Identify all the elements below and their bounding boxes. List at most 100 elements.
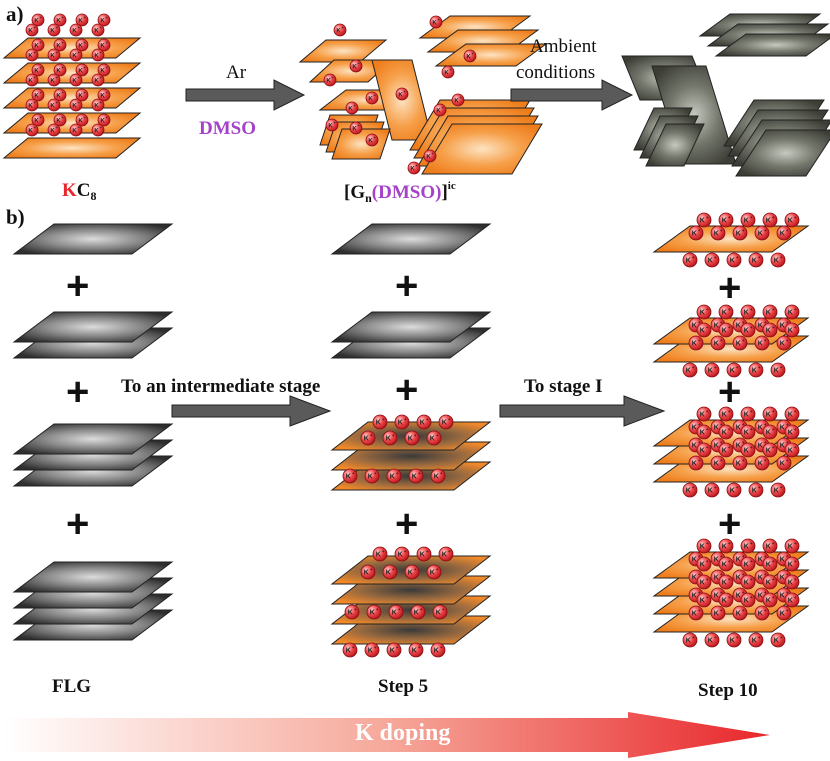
k-ion-label: K	[788, 580, 793, 587]
k-ion-label: K	[392, 610, 397, 617]
k-ion-sphere	[740, 556, 756, 572]
k-ion-sphere	[762, 556, 778, 572]
k-ion: K+	[97, 13, 111, 27]
k-ion-sphere	[365, 133, 379, 147]
k-ion-charge: +	[772, 427, 775, 432]
k-ion: K+	[784, 406, 800, 422]
k-ion-sphere	[394, 414, 410, 430]
k-ion-label: K	[50, 78, 55, 84]
k-ion-charge: +	[772, 577, 775, 582]
k-ion-sphere	[696, 574, 712, 590]
k-ion-label: K	[780, 461, 785, 468]
k-ion-sphere	[682, 252, 698, 268]
k-ion: K+	[682, 252, 698, 268]
k-ion-sphere	[31, 63, 45, 77]
k-ion: K+	[718, 212, 734, 228]
k-ion-charge: +	[764, 228, 767, 233]
k-ion-label: K	[692, 575, 697, 582]
k-ion: K+	[776, 455, 792, 471]
k-ion-charge: +	[758, 485, 761, 490]
k-ion-sphere	[740, 574, 756, 590]
k-ion-sphere	[682, 482, 698, 498]
k-ion-label: K	[700, 448, 705, 455]
k-ion-charge: +	[432, 151, 435, 156]
k-ion-sphere	[365, 91, 379, 105]
k-ion-charge: +	[780, 485, 783, 490]
k-ion-charge: +	[786, 608, 789, 613]
k-ion-sphere	[732, 335, 748, 351]
k-ion-sphere	[696, 304, 712, 320]
k-ion: K+	[408, 642, 424, 658]
k-ion-label: K	[722, 580, 727, 587]
k-ion-charge: +	[714, 365, 717, 370]
k-ion-label: K	[72, 28, 77, 34]
k-ion-label: K	[788, 562, 793, 569]
k-ion-sphere	[430, 468, 446, 484]
k-ion-sphere	[31, 88, 45, 102]
k-ion: K+	[366, 604, 382, 620]
k-ion-label: K	[56, 68, 61, 74]
k-ion-label: K	[714, 593, 719, 600]
k-ion-label: K	[412, 474, 417, 481]
k-ion-charge: +	[416, 163, 419, 168]
k-ion-label: K	[714, 575, 719, 582]
k-ion-label: K	[714, 557, 719, 564]
arrow1-bottom-label: DMSO	[199, 118, 256, 139]
k-ion-charge: +	[376, 607, 379, 612]
k-ion-label: K	[364, 436, 369, 443]
k-ion: K+	[740, 538, 756, 554]
step5-sheet-1layer	[330, 223, 492, 255]
k-ion-charge: +	[358, 61, 361, 66]
k-ion-sphere	[762, 538, 778, 554]
k-ion: K+	[748, 632, 764, 648]
k-ion-label: K	[758, 593, 763, 600]
k-ion: K+	[323, 73, 337, 87]
k-ion-sphere	[75, 38, 89, 52]
k-ion-sphere	[53, 63, 67, 77]
k-ion-label: K	[722, 430, 727, 437]
k-ion-label: K	[72, 103, 77, 109]
k-ion-sphere	[784, 442, 800, 458]
k-ion-sphere	[696, 538, 712, 554]
k-ion-label: K	[692, 461, 697, 468]
k-ion-sphere	[408, 468, 424, 484]
k-ion-charge: +	[728, 307, 731, 312]
k-ion-label: K	[700, 412, 705, 419]
k-ion-charge: +	[742, 554, 745, 559]
k-ion-charge: +	[742, 440, 745, 445]
k-ion: K+	[740, 442, 756, 458]
k-ion-label: K	[722, 562, 727, 569]
k-ion-charge: +	[786, 228, 789, 233]
k-ion-label: K	[692, 323, 697, 330]
k-ion-label: K	[780, 231, 785, 238]
k-ion-label: K	[744, 412, 749, 419]
complex-open: [G	[344, 182, 366, 203]
k-ion-label: K	[780, 425, 785, 432]
k-ion: K+	[682, 482, 698, 498]
k-ion-label: K	[412, 648, 417, 655]
k-ion-charge: +	[780, 365, 783, 370]
k-ion-label: K	[100, 43, 105, 49]
k-ion-label: K	[50, 103, 55, 109]
k-ion: K+	[31, 13, 45, 27]
k-ion: K+	[732, 455, 748, 471]
k-ion-label: K	[722, 218, 727, 225]
k-ion: K+	[386, 642, 402, 658]
k-ion: K+	[364, 468, 380, 484]
plus-sign: +	[66, 370, 90, 414]
k-ion: K+	[463, 49, 477, 63]
k-ion-charge: +	[442, 607, 445, 612]
k-ion: K+	[382, 430, 398, 446]
k-ion-label: K	[432, 20, 437, 26]
k-ion-charge: +	[100, 50, 103, 55]
k-ion-sphere	[342, 642, 358, 658]
k-ion-label: K	[766, 218, 771, 225]
plus-sign: +	[718, 502, 742, 546]
plus-sign: +	[718, 370, 742, 414]
k-ion-label: K	[780, 575, 785, 582]
k-ion-label: K	[744, 598, 749, 605]
k-ion-sphere	[423, 149, 437, 163]
k-ion-charge: +	[436, 433, 439, 438]
k-ion-charge: +	[426, 417, 429, 422]
k-ion: K+	[333, 23, 347, 37]
